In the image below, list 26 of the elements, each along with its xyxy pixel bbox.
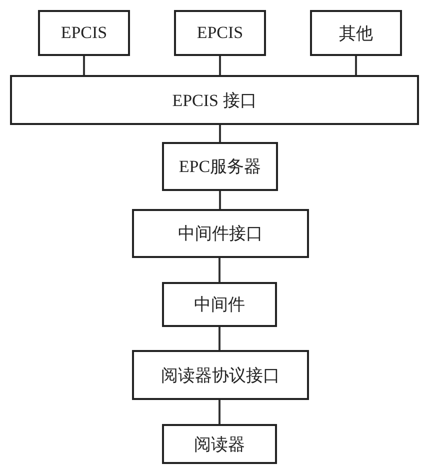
connector-line	[219, 56, 221, 75]
connector-line	[218, 400, 220, 424]
connector-line	[83, 56, 85, 75]
box-label: EPC服务器	[178, 156, 262, 178]
process-box	[162, 424, 277, 464]
connector-line	[219, 191, 221, 209]
box-label: EPCIS	[60, 23, 108, 43]
connector-line	[218, 327, 220, 350]
box-label: 阅读器	[194, 434, 245, 456]
box-label: EPCIS	[196, 23, 244, 43]
process-box	[38, 10, 130, 56]
box-label: 阅读器协议接口	[161, 364, 280, 386]
connector-line	[355, 56, 357, 75]
process-box	[310, 10, 402, 56]
process-box	[162, 282, 277, 327]
process-box	[162, 142, 278, 191]
process-box	[10, 75, 419, 125]
box-label: 中间件接口	[178, 223, 263, 245]
box-label: EPCIS 接口	[172, 90, 257, 112]
box-label: 其他	[339, 22, 373, 44]
connector-line	[219, 125, 221, 142]
process-box	[174, 10, 266, 56]
process-box	[132, 209, 309, 258]
process-box	[132, 350, 309, 400]
box-label: 中间件	[194, 294, 245, 316]
connector-line	[218, 258, 220, 282]
